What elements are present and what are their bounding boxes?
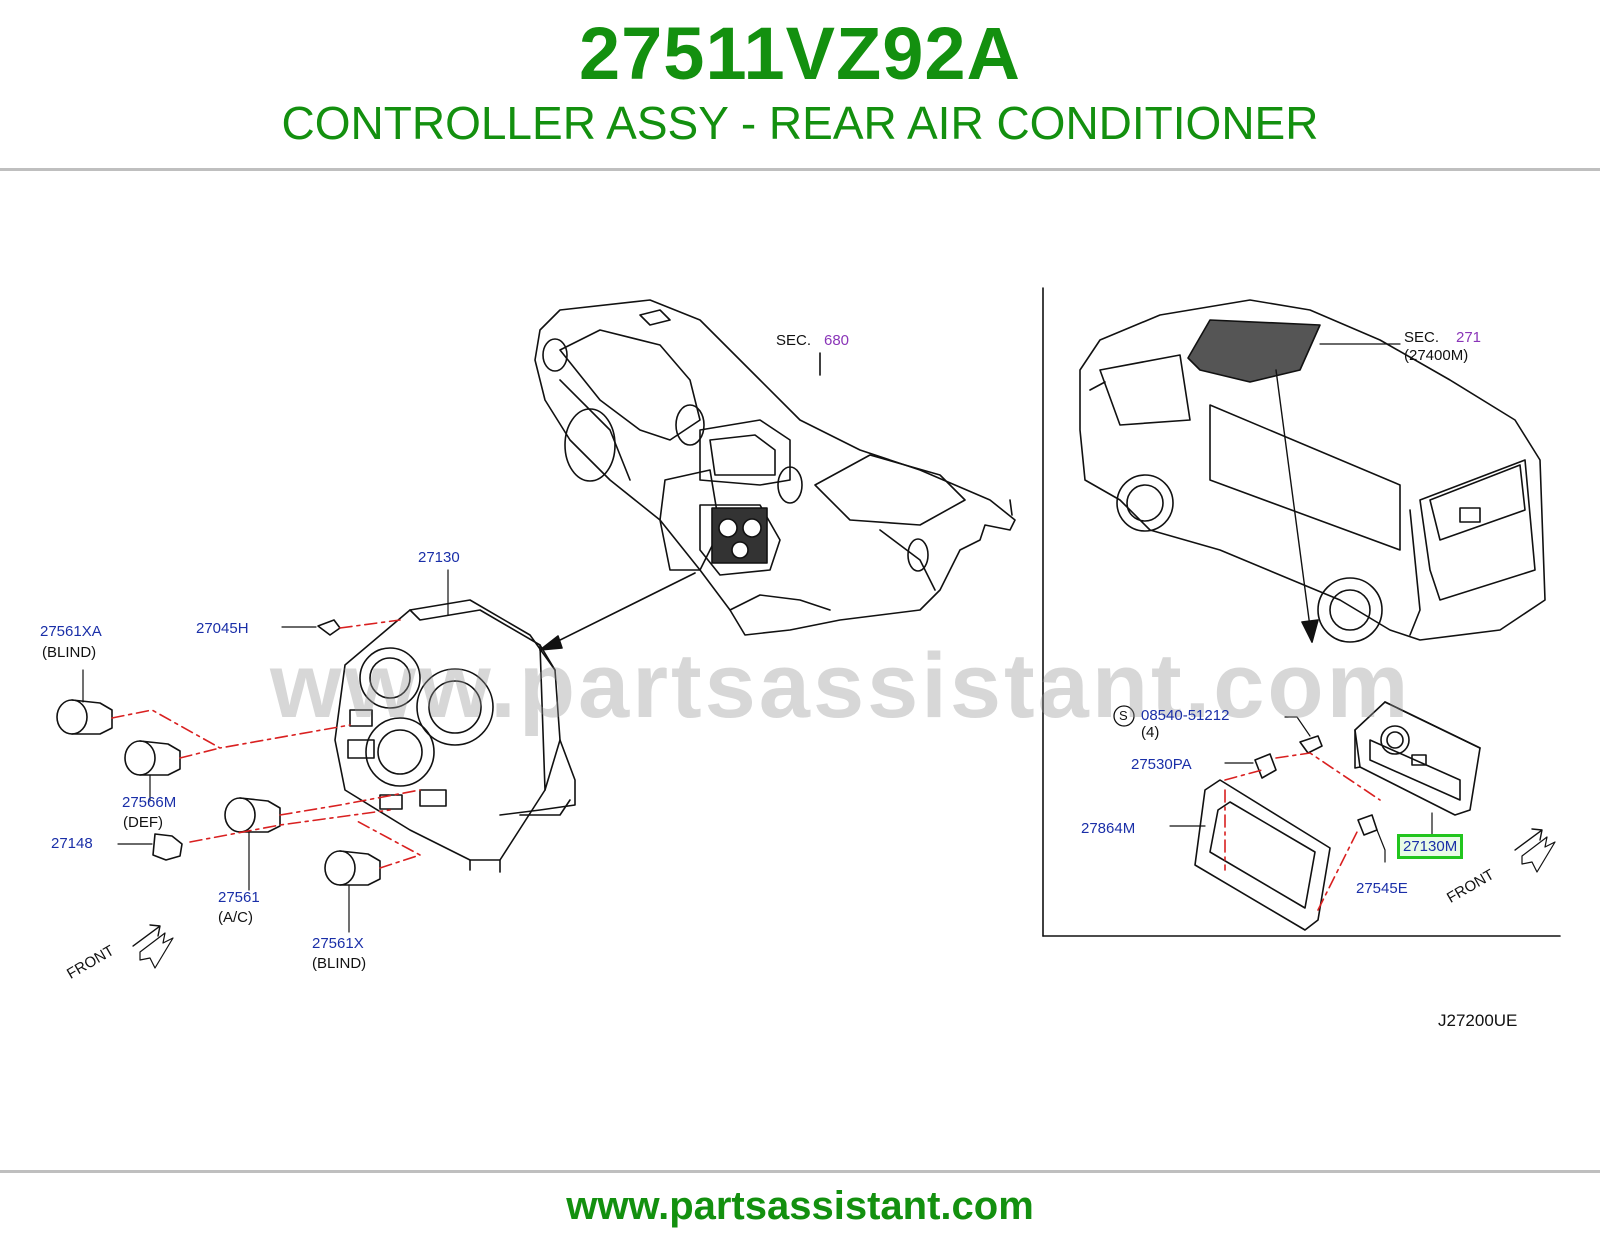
front-arrow-right bbox=[1514, 828, 1556, 873]
sec-link-271[interactable]: 271 bbox=[1456, 329, 1482, 346]
dashboard-drawing bbox=[534, 299, 1016, 651]
callout-27130[interactable]: 27130 bbox=[418, 549, 460, 566]
sec-label-right: SEC. bbox=[1404, 329, 1440, 346]
right-red-leaders bbox=[1224, 752, 1381, 911]
callout-27561XA[interactable]: 27561XA bbox=[40, 623, 102, 640]
sec-link-680[interactable]: 680 bbox=[824, 332, 850, 349]
right-panel-frame bbox=[1042, 287, 1561, 937]
button-27561 bbox=[224, 797, 281, 891]
part-number-title: 27511VZ92A bbox=[578, 12, 1021, 95]
dash-arrow-line bbox=[539, 572, 696, 651]
header: 27511VZ92A CONTROLLER ASSY - REAR AIR CO… bbox=[0, 0, 1600, 170]
part-name-subtitle: CONTROLLER ASSY - REAR AIR CONDITIONER bbox=[281, 97, 1319, 149]
screw-symbol-circle bbox=[1113, 705, 1135, 727]
rear-ac-unit-drawing bbox=[1187, 319, 1321, 383]
bulb-27148 bbox=[117, 833, 183, 861]
rear-controller-drawing bbox=[1354, 701, 1481, 837]
callout-27530PA[interactable]: 27530PA bbox=[1131, 756, 1192, 773]
diagram-drawing bbox=[56, 287, 1561, 969]
screw-27045H bbox=[281, 619, 341, 636]
callout-27545E[interactable]: 27545E bbox=[1356, 880, 1408, 897]
front-controller-drawing bbox=[334, 599, 576, 873]
clip-27530PA bbox=[1224, 753, 1277, 779]
left-red-leaders bbox=[111, 619, 421, 869]
callout-27566M[interactable]: 27566M bbox=[122, 794, 177, 811]
callout-08540-51212[interactable]: 08540-51212 bbox=[1141, 707, 1230, 724]
top-divider bbox=[0, 168, 1600, 171]
callout-27045H[interactable]: 27045H bbox=[196, 620, 249, 637]
callout-27148[interactable]: 27148 bbox=[51, 835, 93, 852]
callout-27130M-highlighted[interactable]: 27130M bbox=[1397, 834, 1464, 859]
front-arrow-left bbox=[132, 924, 174, 969]
note-27561XA: (BLIND) bbox=[42, 644, 97, 661]
sec-ref-27400M: (27400M) bbox=[1404, 347, 1469, 364]
parts-diagram: www.partsassistant.com SEC. 680 27130 27… bbox=[0, 270, 1600, 1070]
button-27561X bbox=[324, 850, 381, 933]
footer-url[interactable]: www.partsassistant.com bbox=[566, 1184, 1034, 1228]
screw-symbol: S bbox=[1119, 708, 1128, 723]
callout-27864M[interactable]: 27864M bbox=[1081, 820, 1136, 837]
screw-08540-51212 bbox=[1284, 716, 1323, 754]
clip-27545E bbox=[1357, 814, 1386, 863]
diagram-code: J27200UE bbox=[1438, 1011, 1518, 1030]
watermark: www.partsassistant.com bbox=[270, 635, 1412, 737]
van-drawing bbox=[1079, 299, 1546, 643]
bottom-divider bbox=[0, 1170, 1600, 1173]
callout-27561X[interactable]: 27561X bbox=[312, 935, 364, 952]
note-27566M: (DEF) bbox=[123, 814, 163, 831]
button-27566M bbox=[124, 740, 181, 801]
note-27561X: (BLIND) bbox=[312, 955, 367, 972]
sec-label-left: SEC. bbox=[776, 332, 812, 349]
note-08540-51212: (4) bbox=[1141, 724, 1160, 741]
button-27561XA bbox=[56, 669, 113, 735]
note-27561: (A/C) bbox=[218, 909, 253, 926]
callout-27561[interactable]: 27561 bbox=[218, 889, 260, 906]
bezel-27864M bbox=[1169, 779, 1331, 931]
